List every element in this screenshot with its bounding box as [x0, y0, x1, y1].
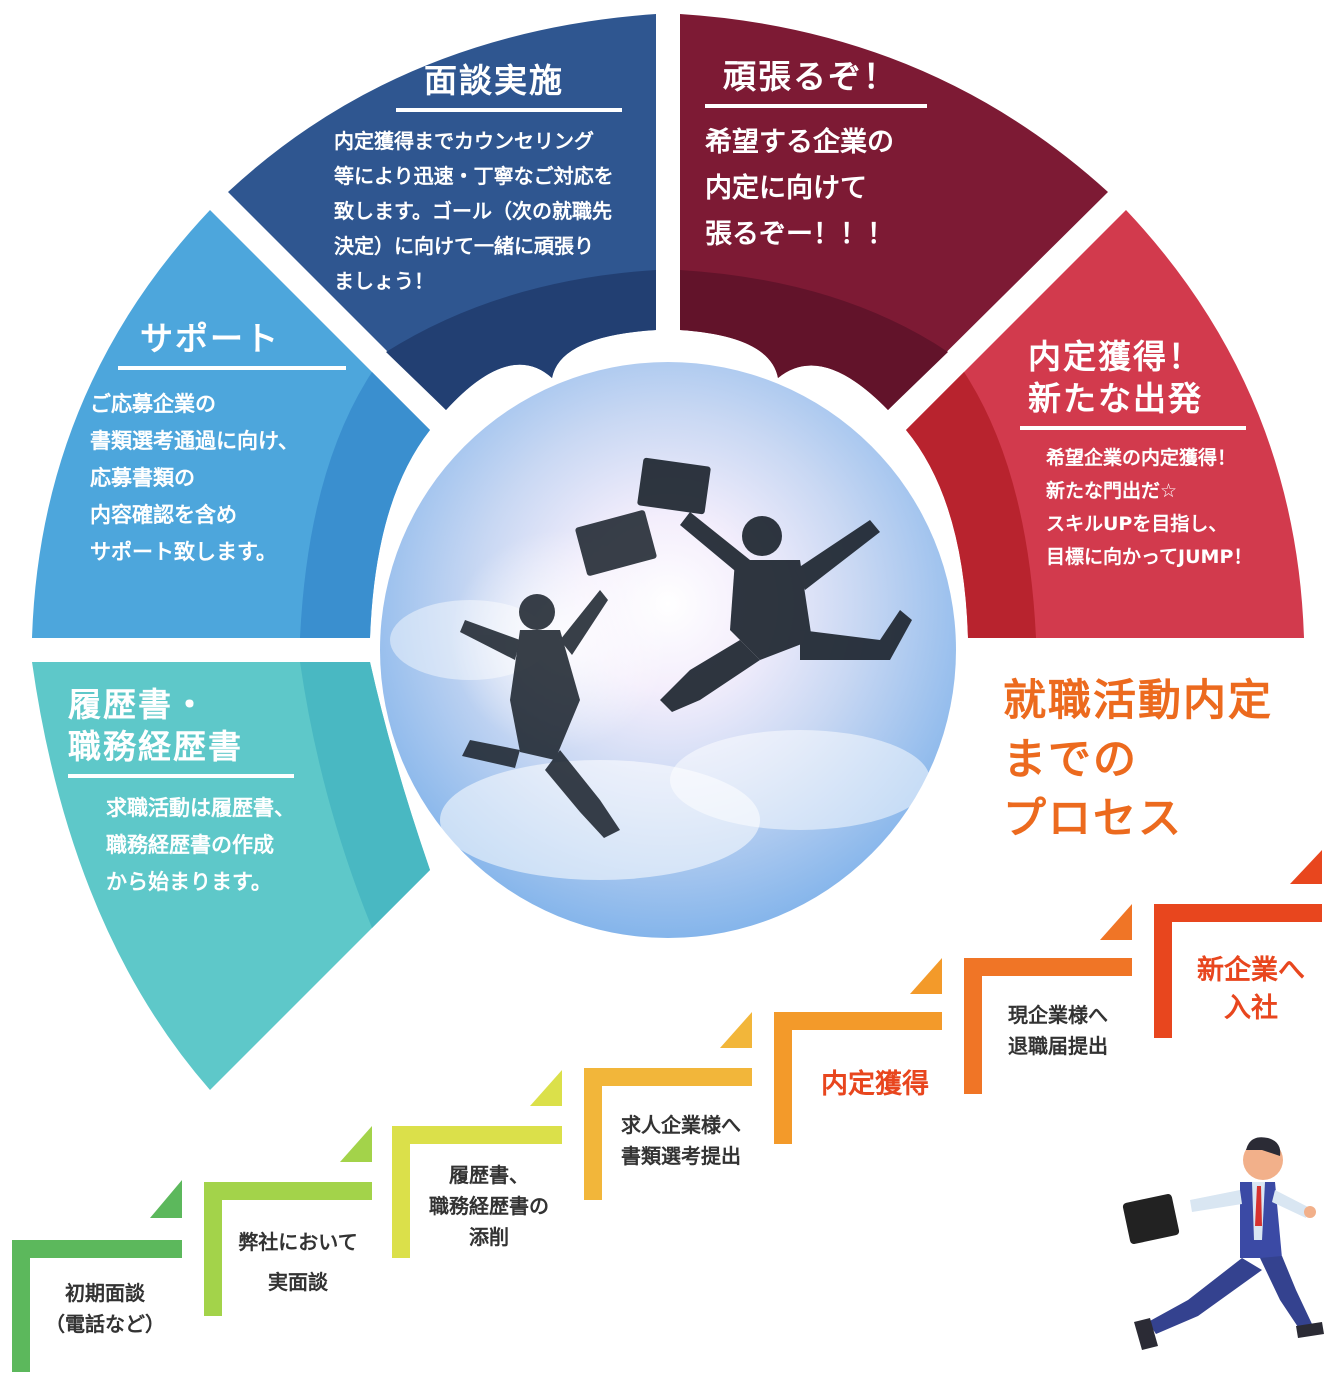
segment-interview [228, 14, 656, 410]
segment-interview-body: 内定獲得までカウンセリング 等により迅速・丁寧なご対応を 致します。ゴール（次の… [334, 129, 614, 293]
step-4 [584, 1012, 752, 1200]
segment-offer [906, 210, 1304, 638]
step-1-label: 初期面談 （電話など） [45, 1281, 165, 1336]
step-7-label: 新企業へ 入社 [1197, 955, 1305, 1024]
segment-resume-rule [68, 774, 294, 778]
segment-offer-title: 内定獲得！ 新たな出発 [1028, 337, 1203, 418]
jumping-man-silhouette [637, 457, 912, 712]
segment-resume-body: 求職活動は履歴書、 職務経歴書の作成 から始まります。 [106, 796, 295, 894]
step-3-label: 履歴書、 職務経歴書の 添削 [429, 1163, 549, 1249]
segment-ganbaru-text: 頑張るぞ！ 希望する企業の 内定に向けて 張るぞー！！！ [705, 56, 945, 258]
segment-resume-text: 履歴書・ 職務経歴書 求職活動は履歴書、 職務経歴書の作成 から始まります。 [68, 684, 298, 901]
segment-ganbaru-title: 頑張るぞ！ [723, 57, 898, 96]
step-3 [392, 1070, 562, 1258]
step-6 [964, 904, 1132, 1094]
segment-support-rule [118, 366, 346, 370]
segment-resume [32, 662, 430, 1090]
step-7 [1154, 850, 1322, 1038]
running-businessman-illustration [1122, 1137, 1324, 1350]
segment-offer-body: 希望企業の内定獲得！ 新たな門出だ☆ スキルUPを目指し、 目標に向かってJUM… [1046, 447, 1253, 568]
segment-resume-title: 履歴書・ 職務経歴書 [68, 685, 243, 766]
center-photo [380, 362, 956, 938]
segment-ganbaru-body: 希望する企業の 内定に向けて 張るぞー！！！ [705, 127, 894, 250]
segment-support-title: サポート [140, 319, 280, 358]
step-2-label: 弊社において 実面談 [238, 1230, 358, 1294]
segment-offer-rule [1020, 426, 1246, 430]
segment-support-text: サポート ご応募企業の 書類選考通過に向け、 応募書類の 内容確認を含め サポー… [90, 318, 350, 571]
segment-support [32, 210, 430, 638]
step-1 [12, 1180, 182, 1372]
staircase [12, 850, 1322, 1372]
jumping-woman-silhouette [460, 510, 657, 838]
segment-offer-text: 内定獲得！ 新たな出発 希望企業の内定獲得！ 新たな門出だ☆ スキルUPを目指し… [1020, 336, 1310, 574]
step-4-label: 求人企業様へ 書類選考提出 [621, 1113, 741, 1168]
segment-interview-text: 面談実施 内定獲得までカウンセリング 等により迅速・丁寧なご対応を 致します。ゴ… [334, 60, 654, 299]
segment-interview-title: 面談実施 [424, 61, 564, 100]
step-2 [204, 1126, 372, 1316]
process-title: 就職活動内定 までの プロセス [1003, 676, 1273, 844]
segment-support-body: ご応募企業の 書類選考通過に向け、 応募書類の 内容確認を含め サポート致します… [90, 392, 299, 564]
step-5 [774, 958, 942, 1144]
step-6-label: 現企業様へ 退職届提出 [1008, 1003, 1108, 1058]
segment-interview-rule [396, 108, 622, 112]
segment-ganbaru-rule [705, 104, 927, 108]
step-5-label: 内定獲得 [821, 1069, 929, 1100]
segment-ganbaru [680, 14, 1108, 410]
